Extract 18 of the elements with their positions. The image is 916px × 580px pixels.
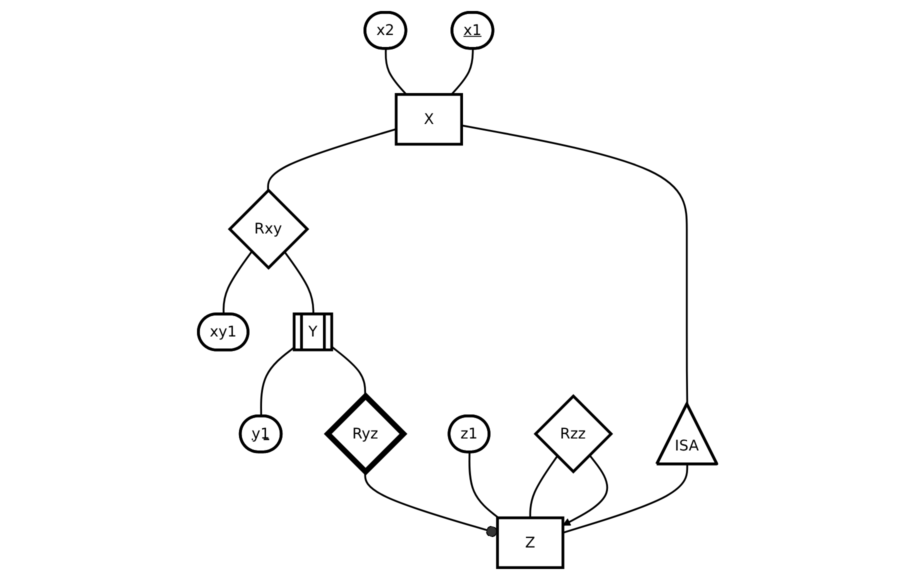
connector <box>364 472 498 538</box>
connector <box>223 251 253 314</box>
connector <box>332 346 366 396</box>
connector <box>468 452 500 519</box>
connector <box>462 124 689 404</box>
connector <box>451 48 474 96</box>
connector <box>260 346 296 416</box>
node-diamond: Rzz <box>534 394 614 474</box>
connector <box>563 464 689 534</box>
node-box: Z <box>496 516 565 569</box>
connector <box>385 48 408 96</box>
connector <box>284 251 315 314</box>
node-box: X <box>395 93 464 146</box>
connector <box>268 128 397 190</box>
node-diamond: Ryz <box>324 392 408 476</box>
node-diamond: Rxy <box>228 188 310 270</box>
connector <box>530 456 558 518</box>
arrow <box>562 454 608 526</box>
